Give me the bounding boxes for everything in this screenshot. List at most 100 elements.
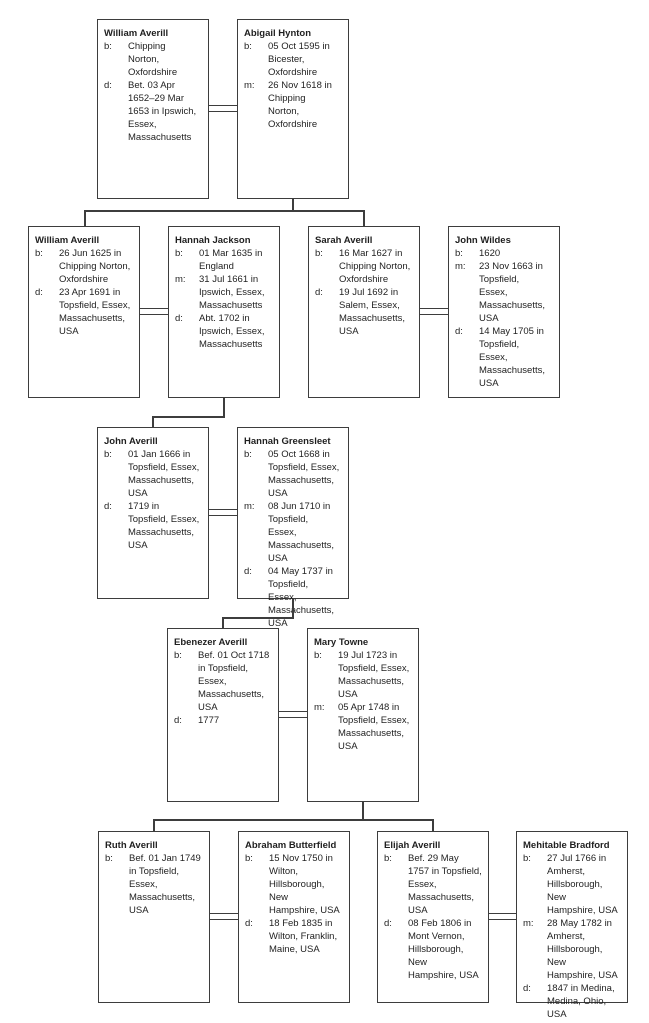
- event-row: d: Abt. 1702 in Ipswich, Essex, Massachu…: [175, 312, 276, 351]
- event-row: m: 31 Jul 1661 in Ipswich, Essex, Massac…: [175, 273, 276, 312]
- event-row: d: 1719 in Topsfield, Essex, Massachuset…: [104, 500, 205, 552]
- event-text: Bef. 01 Jan 1749 in Topsfield, Essex, Ma…: [129, 853, 201, 916]
- event-text: 05 Oct 1668 in Topsfield, Essex, Massach…: [268, 449, 340, 499]
- person-box-john-averill: John Averill b: 01 Jan 1666 in Topsfield…: [97, 427, 209, 599]
- descent-line: [292, 199, 294, 212]
- event-row: d: Bet. 03 Apr 1652–29 Mar 1653 in Ipswi…: [104, 79, 205, 144]
- event-row: b: 15 Nov 1750 in Wilton, Hillsborough, …: [245, 852, 346, 917]
- event-row: b: 26 Jun 1625 in Chipping Norton, Oxfor…: [35, 247, 136, 286]
- event-row: b: 05 Oct 1595 in Bicester, Oxfordshire: [244, 40, 345, 79]
- event-row: m: 08 Jun 1710 in Topsfield, Essex, Mass…: [244, 500, 345, 565]
- event-row: m: 26 Nov 1618 in Chipping Norton, Oxfor…: [244, 79, 345, 131]
- person-box-hannah-greensleet: Hannah Greensleet b: 05 Oct 1668 in Tops…: [237, 427, 349, 629]
- event-text: 15 Nov 1750 in Wilton, Hillsborough, New…: [269, 853, 340, 916]
- person-name: Mehitable Bradford: [523, 840, 610, 851]
- descent-line: [152, 416, 225, 418]
- event-text: 08 Jun 1710 in Topsfield, Essex, Massach…: [268, 501, 334, 564]
- person-name: William Averill: [104, 28, 169, 39]
- event-text: 04 May 1737 in Topsfield, Essex, Massach…: [268, 566, 334, 629]
- event-row: d: 19 Jul 1692 in Salem, Essex, Massachu…: [315, 286, 416, 338]
- event-label: d:: [175, 313, 183, 324]
- person-box-elijah-averill: Elijah Averill b: Bef. 29 May 1757 in To…: [377, 831, 489, 1003]
- event-label: b:: [35, 248, 43, 259]
- person-name: Sarah Averill: [315, 235, 373, 246]
- person-box-sarah-averill: Sarah Averill b: 16 Mar 1627 in Chipping…: [308, 226, 420, 398]
- event-label: m:: [244, 501, 255, 512]
- event-row: b: 01 Jan 1666 in Topsfield, Essex, Mass…: [104, 448, 205, 500]
- descent-line: [222, 617, 224, 629]
- marriage-line: [420, 308, 448, 315]
- person-name: Hannah Jackson: [175, 235, 251, 246]
- person-name: John Wildes: [455, 235, 511, 246]
- event-label: d:: [174, 715, 182, 726]
- marriage-line: [209, 105, 237, 112]
- event-text: 19 Jul 1723 in Topsfield, Essex, Massach…: [338, 650, 410, 700]
- event-text: 1847 in Medina, Medina, Ohio, USA: [547, 983, 615, 1020]
- person-name: Mary Towne: [314, 637, 369, 648]
- marriage-line: [209, 509, 237, 516]
- descent-line: [362, 802, 364, 821]
- event-label: b:: [314, 650, 322, 661]
- person-name: Ruth Averill: [105, 840, 158, 851]
- event-row: b: Bef. 01 Jan 1749 in Topsfield, Essex,…: [105, 852, 206, 917]
- event-row: b: Bef. 29 May 1757 in Topsfield, Essex,…: [384, 852, 485, 917]
- event-text: 19 Jul 1692 in Salem, Essex, Massachuset…: [339, 287, 405, 337]
- person-name: Elijah Averill: [384, 840, 441, 851]
- marriage-line: [210, 913, 238, 920]
- descent-line: [152, 416, 154, 428]
- event-row: b: 1620: [455, 247, 556, 260]
- person-box-mehitable-bradford: Mehitable Bradford b: 27 Jul 1766 in Amh…: [516, 831, 628, 1020]
- event-label: b:: [523, 853, 531, 864]
- event-text: 05 Apr 1748 in Topsfield, Essex, Massach…: [338, 702, 410, 752]
- event-label: m:: [523, 918, 534, 929]
- event-row: b: 01 Mar 1635 in England: [175, 247, 276, 273]
- event-label: b:: [245, 853, 253, 864]
- descent-line: [432, 819, 434, 832]
- event-text: 14 May 1705 in Topsfield, Essex, Massach…: [479, 326, 545, 389]
- event-row: d: 08 Feb 1806 in Mont Vernon, Hillsboro…: [384, 917, 485, 982]
- descent-line: [84, 210, 86, 226]
- person-box-abigail-hynton: Abigail Hynton b: 05 Oct 1595 in Biceste…: [237, 19, 349, 199]
- event-label: b:: [104, 41, 112, 52]
- event-row: d: 1777: [174, 714, 275, 727]
- descent-line: [153, 819, 155, 832]
- event-label: d:: [384, 918, 392, 929]
- event-text: 1719 in Topsfield, Essex, Massachusetts,…: [128, 501, 200, 551]
- event-row: b: 27 Jul 1766 in Amherst, Hillsborough,…: [523, 852, 624, 917]
- event-label: d:: [455, 326, 463, 337]
- event-label: b:: [244, 449, 252, 460]
- event-label: b:: [244, 41, 252, 52]
- event-row: b: 05 Oct 1668 in Topsfield, Essex, Mass…: [244, 448, 345, 500]
- person-box-william-averill: William Averill b: 26 Jun 1625 in Chippi…: [28, 226, 140, 398]
- descent-line: [153, 819, 434, 821]
- event-label: b:: [175, 248, 183, 259]
- event-text: 01 Jan 1666 in Topsfield, Essex, Massach…: [128, 449, 200, 499]
- descent-line: [84, 210, 365, 212]
- event-label: b:: [104, 449, 112, 460]
- event-label: m:: [455, 261, 466, 272]
- event-row: d: 14 May 1705 in Topsfield, Essex, Mass…: [455, 325, 556, 390]
- event-row: b: Bef. 01 Oct 1718 in Topsfield, Essex,…: [174, 649, 275, 714]
- person-name: Abraham Butterfield: [245, 840, 337, 851]
- event-text: 23 Nov 1663 in Topsfield, Essex, Massach…: [479, 261, 545, 324]
- descent-line: [292, 599, 294, 619]
- descent-line: [222, 617, 294, 619]
- marriage-line: [140, 308, 168, 315]
- event-row: m: 05 Apr 1748 in Topsfield, Essex, Mass…: [314, 701, 415, 753]
- event-label: m:: [244, 80, 255, 91]
- person-box-abraham-butterfield: Abraham Butterfield b: 15 Nov 1750 in Wi…: [238, 831, 350, 1003]
- event-text: 1777: [198, 715, 220, 726]
- event-label: b:: [455, 248, 463, 259]
- event-text: Bef. 29 May 1757 in Topsfield, Essex, Ma…: [408, 853, 482, 916]
- event-text: Bef. 01 Oct 1718 in Topsfield, Essex, Ma…: [198, 650, 270, 713]
- event-text: 16 Mar 1627 in Chipping Norton, Oxfordsh…: [339, 248, 411, 285]
- person-box-mary-towne: Mary Towne b: 19 Jul 1723 in Topsfield, …: [307, 628, 419, 802]
- event-row: b: 19 Jul 1723 in Topsfield, Essex, Mass…: [314, 649, 415, 701]
- descent-line: [223, 398, 225, 418]
- event-label: d:: [315, 287, 323, 298]
- event-label: d:: [104, 501, 112, 512]
- marriage-line: [279, 711, 307, 718]
- event-text: Abt. 1702 in Ipswich, Essex, Massachuset…: [199, 313, 265, 350]
- person-box-william-averill-sr: William Averill b: Chipping Norton, Oxfo…: [97, 19, 209, 199]
